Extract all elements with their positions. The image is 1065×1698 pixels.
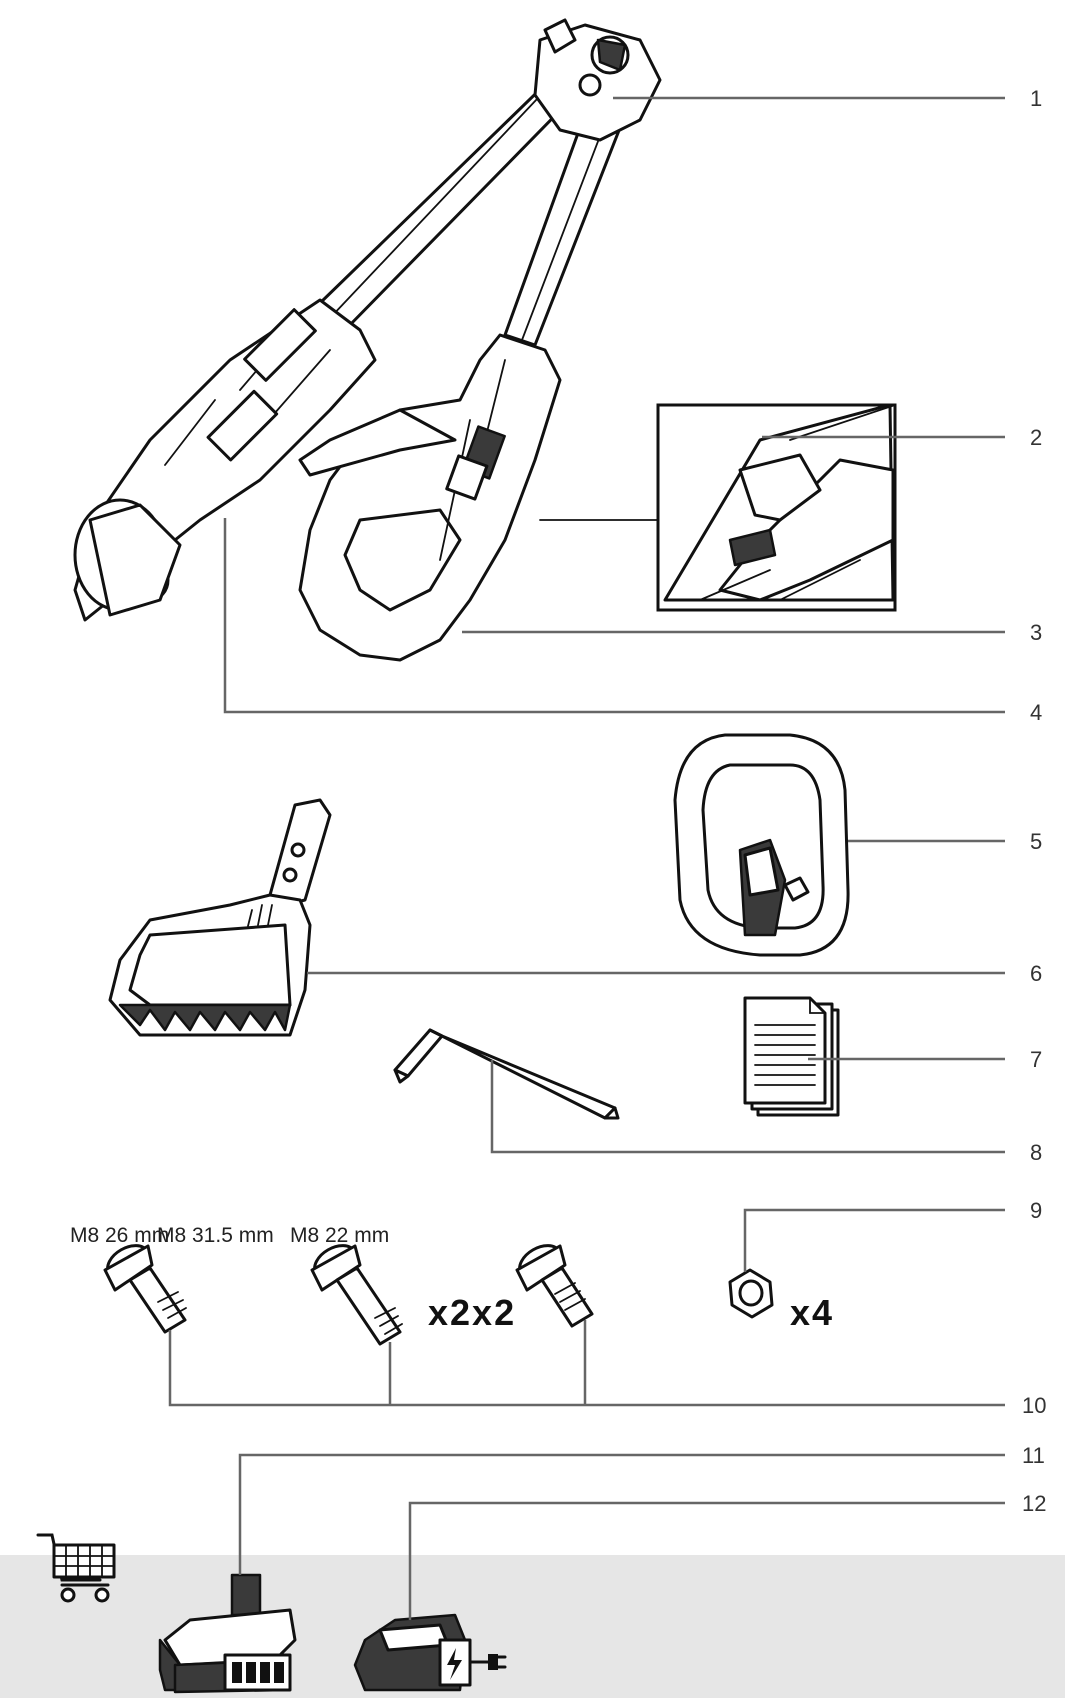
charger-icon xyxy=(353,1613,507,1692)
callout-4: 4 xyxy=(1030,700,1042,725)
leader-8 xyxy=(490,1060,1005,1154)
main-tool xyxy=(73,18,662,662)
callout-numbers: 1 2 3 4 5 6 7 8 9 10 11 12 xyxy=(1022,86,1046,1516)
callout-1: 1 xyxy=(1030,86,1042,111)
callout-9: 9 xyxy=(1030,1198,1042,1223)
callout-5: 5 xyxy=(1030,829,1042,854)
detail-inset xyxy=(539,403,897,612)
leader-12 xyxy=(408,1501,1005,1620)
callout-12: 12 xyxy=(1022,1491,1046,1516)
bolt-label-2: M8 31.5 mm xyxy=(157,1224,274,1247)
nut-quantity: x4 xyxy=(790,1292,834,1333)
auxiliary-handle xyxy=(673,733,850,957)
bolt-label-1: M8 26 mm xyxy=(70,1224,169,1247)
bolt-2 xyxy=(310,1244,403,1346)
callout-6: 6 xyxy=(1030,961,1042,986)
bolt-quantity: x2x2 xyxy=(428,1292,516,1333)
leader-4 xyxy=(223,518,1005,714)
leader-10 xyxy=(168,1320,1005,1407)
shopping-cart-icon xyxy=(36,1533,116,1603)
guard xyxy=(108,798,332,1037)
callout-11: 11 xyxy=(1022,1443,1045,1468)
hex-key xyxy=(393,1028,620,1120)
documents-icon xyxy=(743,996,840,1117)
callout-8: 8 xyxy=(1030,1140,1042,1165)
nut xyxy=(728,1268,774,1319)
leader-lines xyxy=(168,96,1005,1620)
callout-2: 2 xyxy=(1030,425,1042,450)
callout-3: 3 xyxy=(1030,620,1042,645)
bolt-3 xyxy=(515,1244,594,1328)
battery-icon xyxy=(158,1573,297,1694)
optional-accessories-band xyxy=(0,1555,1065,1698)
bolt-label-3: M8 22 mm xyxy=(290,1224,389,1247)
callout-7: 7 xyxy=(1030,1047,1042,1072)
bolt-1 xyxy=(103,1244,187,1334)
leader-11 xyxy=(238,1453,1005,1575)
callout-10: 10 xyxy=(1022,1393,1046,1418)
leader-9 xyxy=(743,1208,1005,1272)
